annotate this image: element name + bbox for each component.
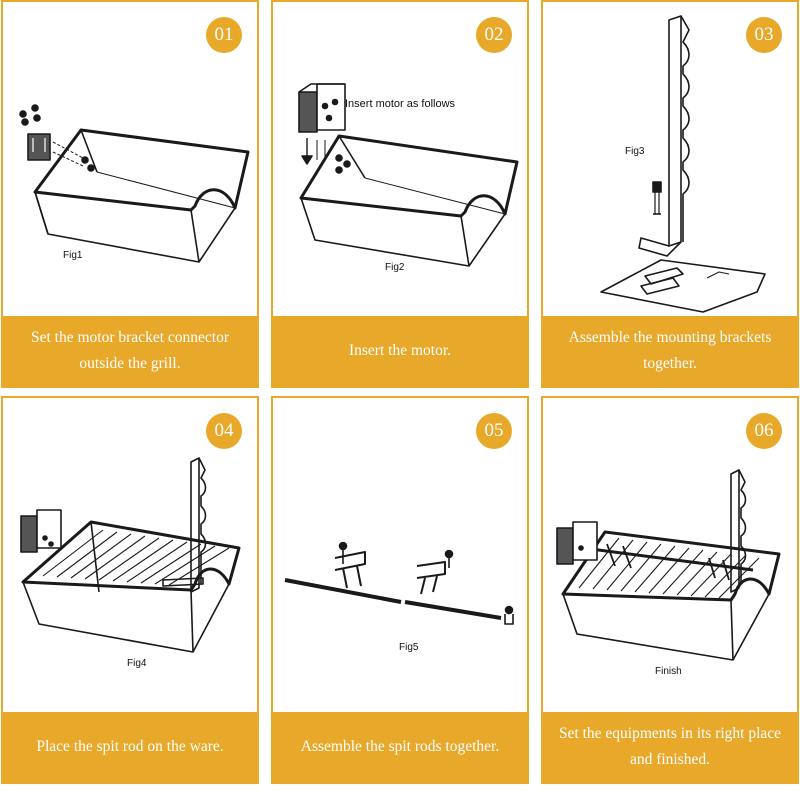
figure-label: Fig3	[625, 146, 645, 157]
figure-label: Fig1	[63, 250, 83, 261]
step-caption: Assemble the spit rods together.	[273, 712, 527, 782]
step-number-badge: 02	[476, 17, 512, 53]
step-caption: Set the equipments in its right place an…	[543, 712, 797, 782]
step-caption: Place the spit rod on the ware.	[3, 712, 257, 782]
step-illustration-finished-rotisserie	[543, 398, 797, 714]
step-number-badge: 04	[206, 413, 242, 449]
step-number-badge: 06	[746, 413, 782, 449]
figure-label: Finish	[655, 666, 682, 677]
step-number-badge: 05	[476, 413, 512, 449]
figure-label: Fig4	[127, 658, 147, 669]
step-caption: Insert the motor.	[273, 316, 527, 386]
step-number-badge: 03	[746, 17, 782, 53]
figure-label: Fig5	[399, 642, 419, 653]
step-panel-2: 02 Insert motor as follows Fig2 Insert t…	[271, 0, 529, 388]
step-panel-5: 05 Fig5 Assemble the spit rods together.	[271, 396, 529, 784]
step-illustration-grill-tray-with-bracket	[3, 2, 257, 318]
instruction-note: Insert motor as follows	[345, 98, 456, 110]
step-illustration-grill-with-rack	[3, 398, 257, 714]
figure-label: Fig2	[385, 262, 405, 273]
step-caption: Assemble the mounting brackets together.	[543, 316, 797, 386]
step-illustration-grill-tray-with-motor	[273, 2, 527, 318]
step-panel-4: 04 Fig4 Place the spit rod on the ware.	[1, 396, 259, 784]
step-panel-6: 06 Finish Set the equipments in its righ…	[541, 396, 799, 784]
step-number-badge: 01	[206, 17, 242, 53]
step-panel-3: 03 Fig3 Assemble the mounting brackets t…	[541, 0, 799, 388]
step-illustration-spit-rod-parts	[273, 398, 527, 714]
step-panel-1: 01 Fig1 Set the motor bracket connector …	[1, 0, 259, 388]
step-caption: Set the motor bracket connector outside …	[3, 316, 257, 386]
step-illustration-mounting-bracket	[543, 2, 797, 318]
